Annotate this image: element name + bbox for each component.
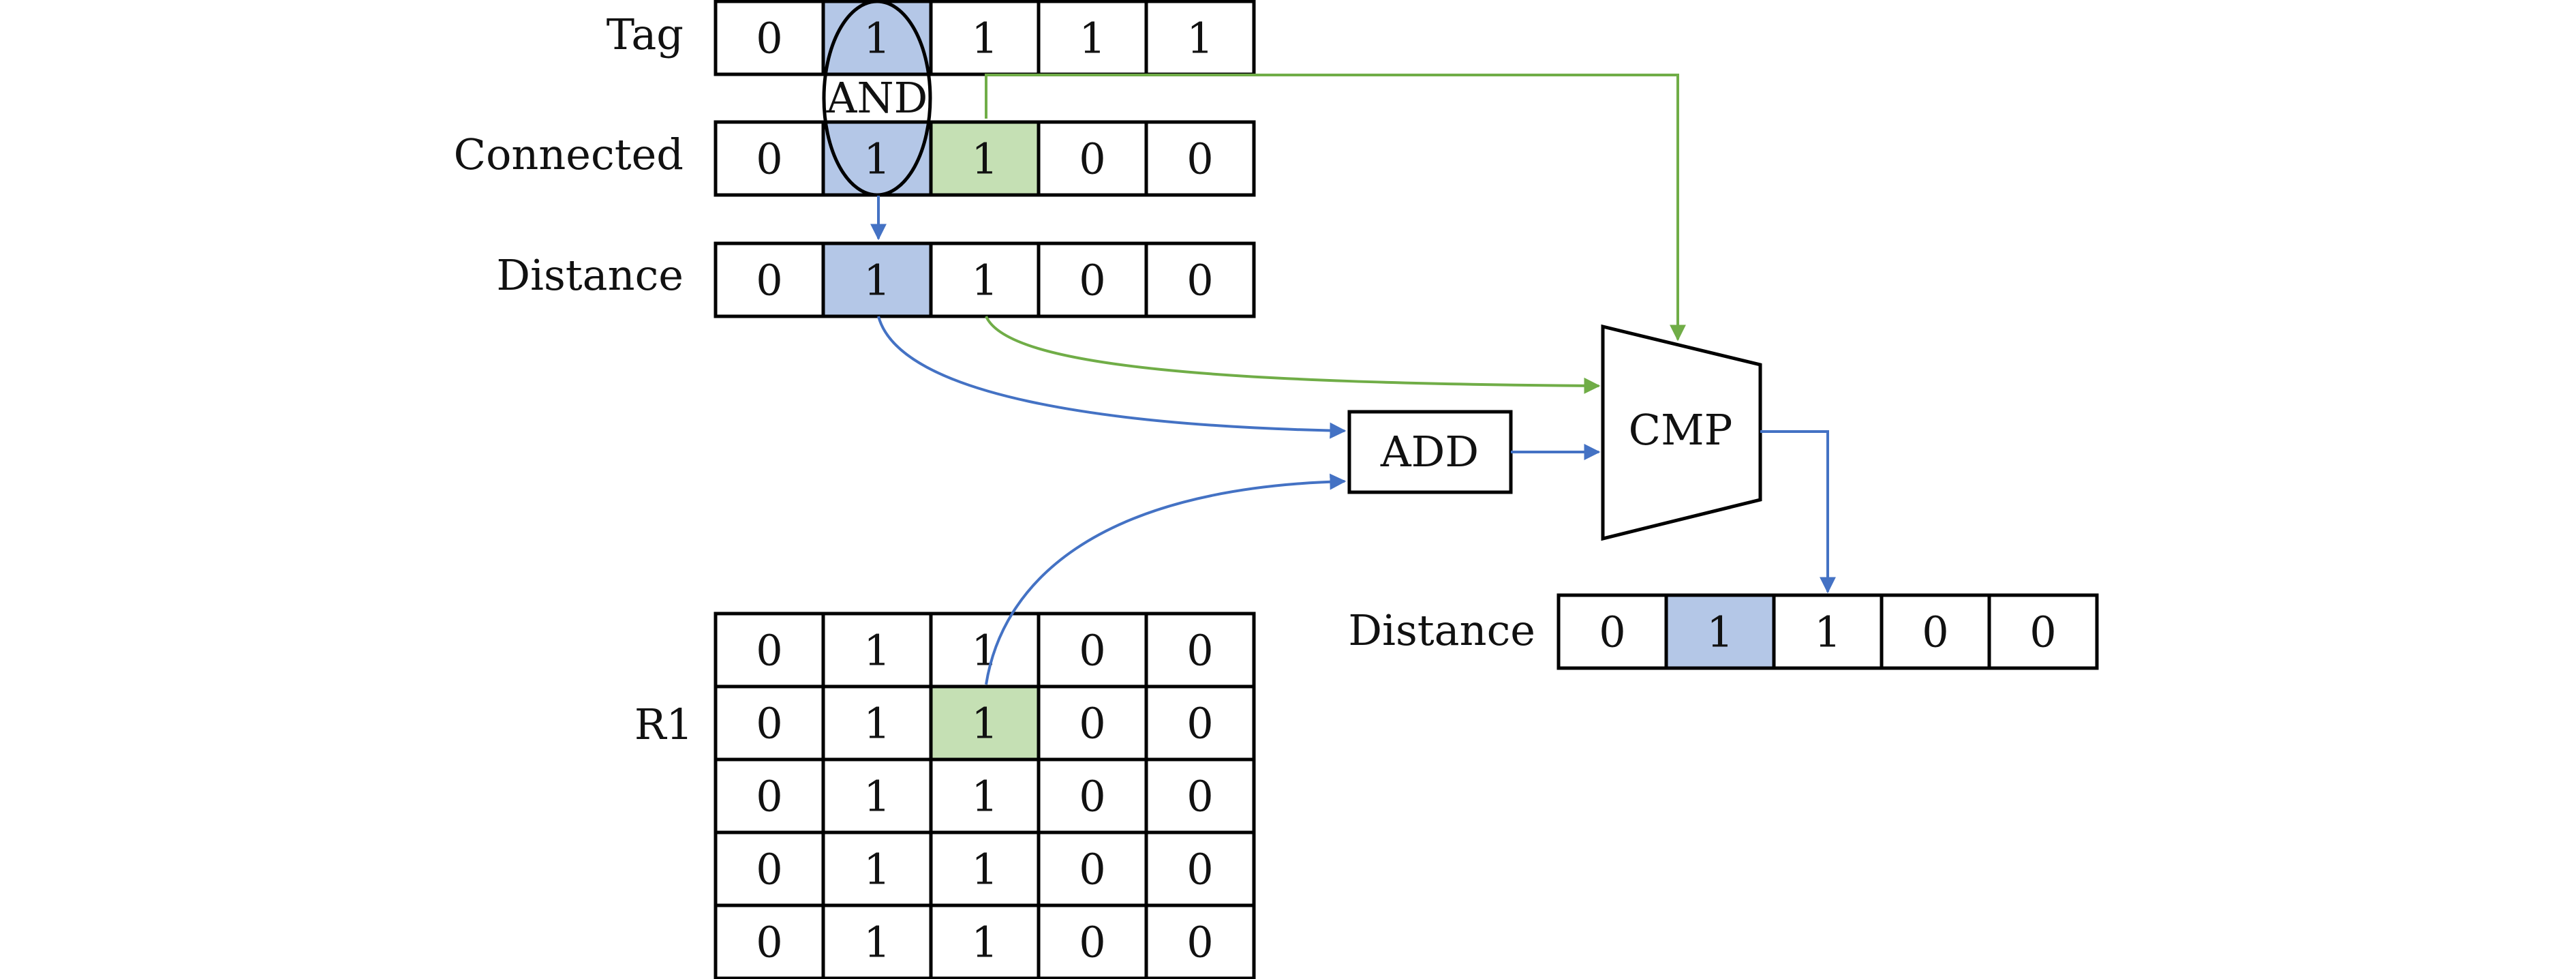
distance_out-cell-1-value: 1 (1706, 607, 1733, 657)
tag-cell-4-value: 1 (1186, 14, 1213, 63)
connected-label: Connected (454, 130, 684, 179)
r1-cell-3-4-box (1144, 830, 1256, 907)
r1-cell-4-4-value: 0 (1186, 918, 1213, 967)
r1-label: R1 (634, 699, 693, 749)
distance_in-cell-3-box (1037, 241, 1148, 318)
distance_out-cell-4-box (1987, 593, 2099, 670)
tag-green-to-cmp-arrow (985, 74, 1686, 342)
r1-cell-4-4-box (1144, 903, 1256, 979)
r1-cell-1-4-value: 0 (1186, 699, 1213, 749)
r1-cell-1-0-value: 0 (756, 699, 782, 749)
distance-input-label: Distance (496, 250, 684, 300)
r1-cell-2-4-value: 0 (1186, 772, 1213, 822)
distance_out-cell-3-box (1880, 593, 1991, 670)
distance_out-cell-0-box (1557, 593, 1668, 670)
tag-register: 0 1 1 1 1 (714, 0, 1256, 76)
r1-cell-0-3-value: 0 (1079, 626, 1105, 676)
distance-input-register: 0 1 1 0 0 (714, 241, 1256, 318)
r1-cell-1-3-value: 0 (1079, 699, 1105, 749)
and-gate-label: AND (826, 73, 928, 123)
connected-cell-3-value: 0 (1079, 134, 1105, 184)
r1-cell-0-0-box (714, 612, 825, 689)
distance_in-cell-4-value: 0 (1186, 256, 1213, 305)
r1-cell-2-0-value: 0 (756, 772, 782, 822)
r1-cell-2-2-value: 1 (971, 772, 998, 822)
r1-cell-0-1-value: 1 (863, 626, 890, 676)
tag-cell-0-value: 0 (756, 14, 782, 63)
comparator-label: CMP (1629, 405, 1733, 455)
r1-cell-3-4-value: 0 (1186, 845, 1213, 894)
r1-cell-4-1-value: 1 (863, 918, 890, 967)
r1-cell-4-0-box (714, 903, 825, 979)
distance_in-cell-0-value: 0 (756, 256, 782, 305)
r1-cell-3-2-value: 1 (971, 845, 998, 894)
distance-blue-to-add-arrow (877, 316, 1347, 439)
adder-block: ADD (1347, 410, 1513, 494)
distance_out-cell-4-value: 0 (2029, 607, 2056, 657)
distance_out-cell-0-value: 0 (1599, 607, 1625, 657)
r1-cell-3-3-value: 0 (1079, 845, 1105, 894)
comparator-block: CMP (1601, 324, 1762, 541)
distance-green-to-cmp-arrow (985, 316, 1601, 394)
distance_out-cell-3-value: 0 (1922, 607, 1948, 657)
r1-cell-1-0-box (714, 684, 825, 762)
distance_in-cell-1-box (821, 241, 933, 318)
r1-cell-1-2-value: 1 (971, 699, 998, 749)
connected-cell-4-box (1144, 120, 1256, 197)
adder-label: ADD (1380, 427, 1479, 477)
tag-label: Tag (607, 10, 684, 59)
r1-cell-0-2-box (929, 612, 1041, 689)
connected-cell-2-box (929, 120, 1041, 197)
distance_in-cell-3-value: 0 (1079, 256, 1105, 305)
r1-cell-0-0-value: 0 (756, 626, 782, 676)
connected-cell-3-box (1037, 120, 1148, 197)
distance-output-label: Distance (1348, 605, 1535, 655)
tag-cell-2-value: 1 (971, 14, 998, 63)
r1-cell-3-1-value: 1 (863, 845, 890, 894)
r1-to-add-arrow (985, 473, 1347, 685)
distance-output-register: 0 1 1 0 0 (1557, 593, 2099, 670)
r1-cell-4-3-box (1037, 903, 1148, 979)
distance_in-cell-2-value: 1 (971, 256, 998, 305)
r1-cell-3-0-value: 0 (756, 845, 782, 894)
distance_out-cell-1-box (1664, 593, 1776, 670)
connected-cell-1-value: 1 (863, 134, 890, 184)
and-gate: AND (822, 0, 932, 197)
tag-cell-3-value: 1 (1079, 14, 1105, 63)
tag-cell-1-value: 1 (863, 14, 890, 63)
r1-cell-4-3-value: 0 (1079, 918, 1105, 967)
connected-cell-2-value: 1 (971, 134, 998, 184)
r1-cell-0-4-value: 0 (1186, 626, 1213, 676)
r1-cell-3-3-box (1037, 830, 1148, 907)
distance_in-cell-2-box (929, 241, 1041, 318)
connected-cell-4-value: 0 (1186, 134, 1213, 184)
r1-cell-4-0-value: 0 (756, 918, 782, 967)
r1-cell-2-1-value: 1 (863, 772, 890, 822)
r1-cell-4-2-box (929, 903, 1041, 979)
distance_in-cell-1-value: 1 (863, 256, 890, 305)
r1-cell-1-1-value: 1 (863, 699, 890, 749)
cmp-to-distance-arrow (1760, 430, 1836, 594)
connected-register: 0 1 1 0 0 (714, 120, 1256, 197)
distance_out-cell-2-value: 1 (1814, 607, 1841, 657)
tag-cell-0-box (714, 0, 825, 76)
connected-cell-0-box (714, 120, 825, 197)
r1-cell-1-4-box (1144, 684, 1256, 762)
r1-cell-0-4-box (1144, 612, 1256, 689)
distance_in-cell-4-box (1144, 241, 1256, 318)
r1-cell-0-3-box (1037, 612, 1148, 689)
r1-cell-2-3-value: 0 (1079, 772, 1105, 822)
connected-cell-0-value: 0 (756, 134, 782, 184)
r1-cell-4-2-value: 1 (971, 918, 998, 967)
tag-cell-1-box (821, 0, 933, 76)
r1-cell-0-1-box (821, 612, 933, 689)
